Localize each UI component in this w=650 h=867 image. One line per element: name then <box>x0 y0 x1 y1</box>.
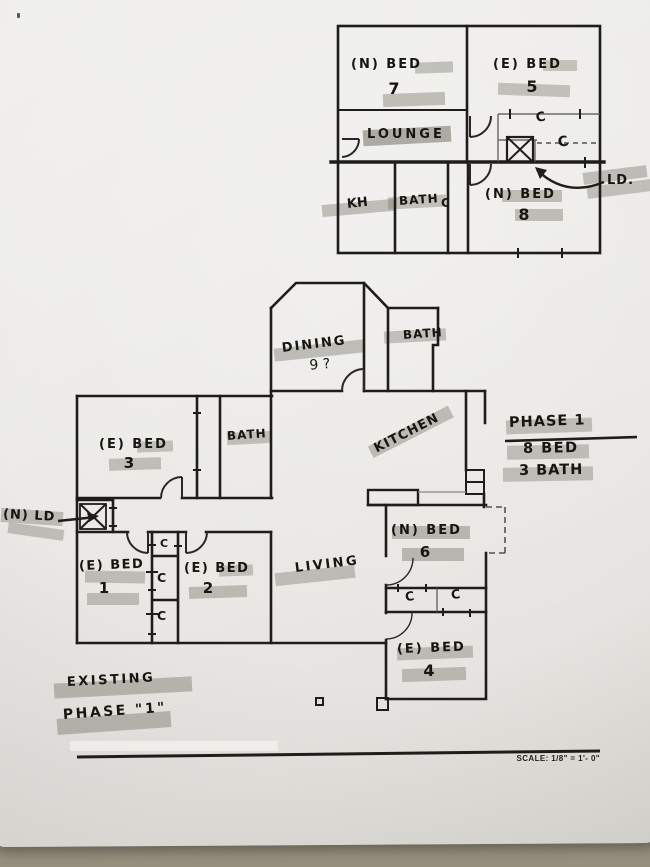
upper-kitchen-label: KH <box>346 194 369 212</box>
tape-strip <box>70 741 278 751</box>
upper-bed7-number: 7 <box>388 79 400 98</box>
upper-bed8-number: 8 <box>518 205 530 224</box>
upper-bath-label: BATH <box>398 191 440 208</box>
arrow-to-lower-washer <box>57 512 99 523</box>
bed2-number: 2 <box>202 579 214 597</box>
lower-door-swings <box>126 368 414 640</box>
lower-plan-walls <box>75 281 488 711</box>
bed6-label: (N) BED <box>391 523 462 538</box>
closet2-label: C <box>157 570 167 585</box>
bath-mid-label: BATH <box>226 426 268 443</box>
bed3-label: (E) BED <box>99 437 168 452</box>
annotation-lines <box>76 435 638 759</box>
arrow-to-upper-washer <box>535 167 605 189</box>
bed1-label: (E) BED <box>78 556 145 574</box>
upper-closet-small-label: C <box>441 196 450 210</box>
closet1-label: C <box>160 537 169 550</box>
bath-top-label: BATH <box>402 325 444 342</box>
laundry-label: (N) LD <box>2 507 56 525</box>
phase-title-note: PHASE 1 <box>508 412 586 431</box>
upper-bed5-label: (E) BED <box>493 57 562 72</box>
upper-door-swings <box>341 115 492 186</box>
bed2-label: (E) BED <box>184 561 250 576</box>
bed6-number: 6 <box>419 543 431 561</box>
bed1-number: 1 <box>98 579 110 597</box>
paper-speck <box>17 13 20 18</box>
scale-note: SCALE: 1/8" = 1'- 0" <box>516 754 600 763</box>
lower-window-ticks <box>109 412 471 635</box>
highlighter-marks <box>0 60 650 735</box>
closet3-label: C <box>157 608 167 623</box>
bed4-number: 4 <box>423 661 435 680</box>
phase-beds-note: 8 BED <box>522 440 579 457</box>
washer-icon <box>505 135 535 164</box>
upper-plan-walls <box>329 24 606 255</box>
title-block-line <box>76 749 601 759</box>
phase-baths-note: 3 BATH <box>518 461 584 479</box>
lower-plan-thin-lines <box>418 491 506 612</box>
upper-lounge-label: LOUNGE <box>367 127 445 142</box>
upper-bed8-label: (N) BED <box>485 187 556 202</box>
bed3-number: 3 <box>123 454 135 472</box>
bed4-label: (E) BED <box>396 639 467 657</box>
upper-bed5-number: 5 <box>526 77 538 96</box>
bed6-closet-a-label: C <box>404 588 415 604</box>
phase-underline <box>504 435 638 443</box>
upper-bed7-label: (N) BED <box>351 57 422 72</box>
bed6-closet-b-label: C <box>450 586 461 602</box>
upper-laundry-label: LD. <box>607 173 635 188</box>
upper-window-ticks <box>509 109 586 258</box>
